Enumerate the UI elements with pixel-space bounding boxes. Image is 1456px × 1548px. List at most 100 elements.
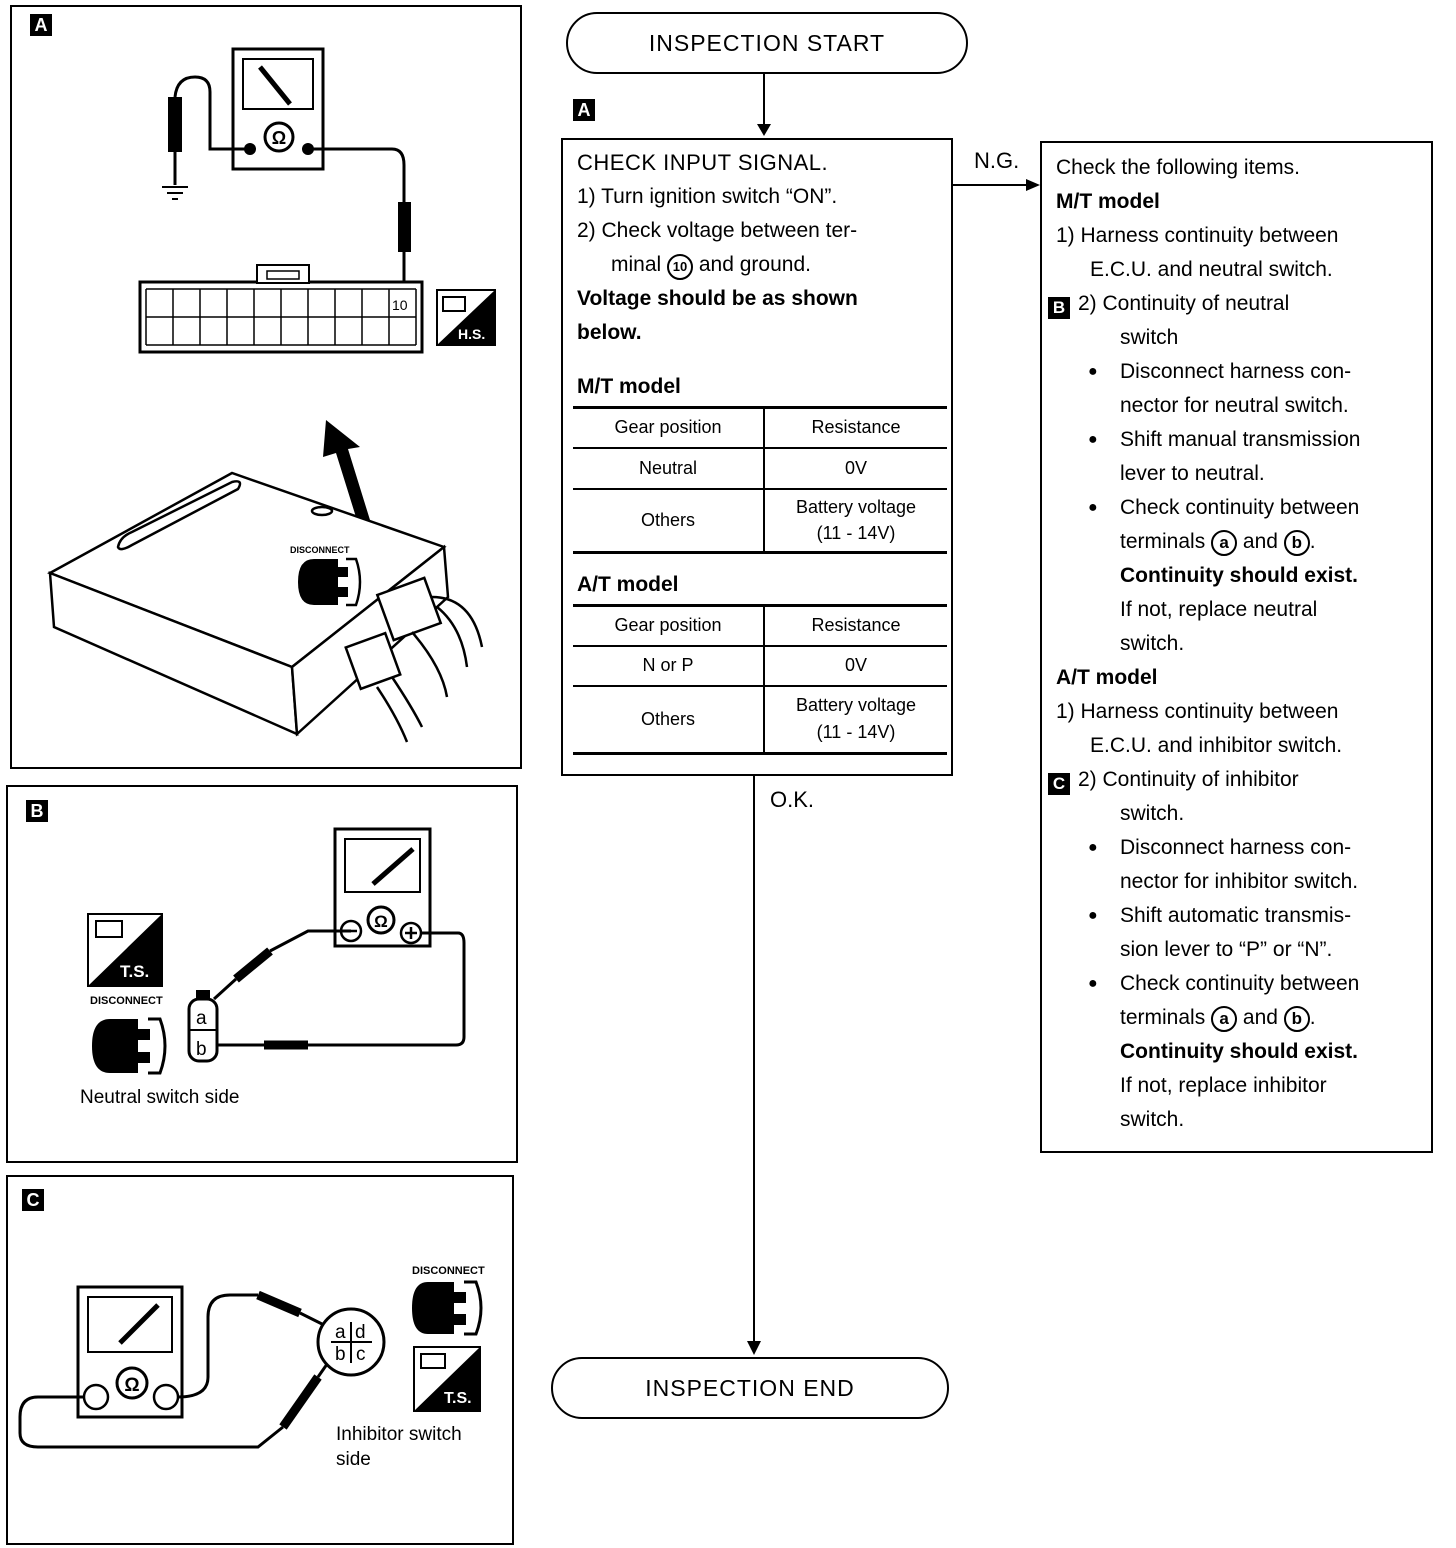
ng-mt-bullet-1a: Disconnect harness con-: [1056, 355, 1431, 389]
ng-at-bullet-1b: nector for inhibitor switch.: [1120, 870, 1359, 893]
ng-at-bullet-3b: terminals a and b.: [1056, 1001, 1431, 1035]
panel-c: C Ω a d b c DISCONNECT: [6, 1175, 514, 1545]
ng-mt-bullet-3c: Continuity should exist.: [1120, 564, 1359, 587]
step-b-tag: B: [1048, 297, 1070, 319]
ng-mt-bullet-1b: nector for neutral switch.: [1120, 394, 1349, 417]
terminal-b-badge: b: [1283, 1006, 1310, 1032]
ng-mt-1b: E.C.U. and neutral switch.: [1090, 258, 1333, 281]
table-cell: Neutral: [573, 446, 764, 489]
ng-at-2b: switch.: [1120, 802, 1185, 825]
panel-a: A Ω: [10, 5, 522, 769]
ng-at-bullet-1a: Disconnect harness con-: [1056, 831, 1431, 865]
step-a-tag: A: [573, 99, 595, 121]
check-step-1: 1) Turn ignition switch “ON”.: [577, 185, 838, 208]
terminal-a-label: a: [335, 1322, 346, 1343]
check-input-signal-box: CHECK INPUT SIGNAL. 1) Turn ignition swi…: [561, 138, 953, 776]
ng-mt-1a: 1) Harness continuity between: [1056, 224, 1339, 247]
panel-a-tag: A: [30, 14, 52, 36]
ts-label-c: T.S.: [444, 1390, 472, 1407]
table-cell: Battery voltage (11 - 14V): [763, 487, 947, 554]
terminal-10-label: 10: [392, 297, 408, 313]
svg-text:Ω: Ω: [374, 912, 388, 931]
terminal-d-label: d: [355, 1322, 366, 1343]
check-step-2b: minal 10 and ground.: [577, 248, 951, 282]
at-model-title: A/T model: [577, 573, 679, 596]
ok-label: O.K.: [770, 787, 815, 812]
disconnect-icon: [412, 1280, 483, 1336]
disconnect-icon: [92, 1017, 167, 1075]
table-cell: Battery voltage (11 - 14V): [763, 684, 947, 755]
table-cell: 0V: [763, 644, 947, 686]
inhibitor-switch-connector-icon: [316, 1307, 386, 1377]
neutral-switch-side-label: Neutral switch side: [80, 1087, 240, 1108]
ng-label: N.G.: [974, 148, 1020, 173]
hs-label: H.S.: [458, 326, 485, 342]
terminal-a-badge: a: [1211, 530, 1238, 556]
disconnect-label: DISCONNECT: [290, 545, 350, 555]
ng-at-bullet-2a: Shift automatic transmis-: [1056, 899, 1431, 933]
ng-intro: Check the following items.: [1056, 156, 1300, 179]
table-header: Gear position: [573, 604, 764, 646]
ohmmeter-icon: Ω: [333, 827, 432, 948]
inspection-start: INSPECTION START: [566, 12, 968, 74]
ng-mt-bullet-3d: If not, replace neutral: [1120, 598, 1318, 621]
ts-label-b: T.S.: [120, 962, 149, 981]
mt-voltage-table: Gear position Resistance Neutral 0V Othe…: [573, 406, 947, 554]
terminal-b-badge: b: [1283, 530, 1310, 556]
ng-at-bullet-3a: Check continuity between: [1056, 967, 1431, 1001]
ng-mt-bullet-3b: terminals a and b.: [1056, 525, 1431, 559]
ng-mt-bullet-3a: Check continuity between: [1056, 491, 1431, 525]
ng-at-title: A/T model: [1056, 666, 1158, 689]
ng-at-bullet-3c: Continuity should exist.: [1120, 1040, 1359, 1063]
check-note-2: below.: [577, 321, 642, 344]
check-step-2a: 2) Check voltage between ter-: [577, 219, 858, 242]
mt-model-title: M/T model: [577, 375, 681, 398]
neutral-switch-continuity-diagram: T.S. DISCONNECT Ω: [87, 827, 466, 1075]
transmission-side-icon: T.S.: [413, 1346, 481, 1412]
terminal-b-label: b: [335, 1344, 346, 1365]
panel-b: B T.S. DISCONNECT Ω: [6, 785, 518, 1163]
ecu-connector-icon: [138, 264, 424, 354]
at-voltage-table: Gear position Resistance N or P 0V Other…: [573, 604, 947, 755]
check-following-items-box: Check the following items. M/T model 1) …: [1040, 141, 1433, 1153]
table-cell: Others: [573, 684, 764, 755]
panel-c-tag: C: [22, 1189, 44, 1211]
ng-mt-2b: switch: [1120, 326, 1179, 349]
harness-side-icon: H.S.: [436, 289, 496, 346]
svg-text:Ω: Ω: [272, 128, 286, 148]
ng-mt-bullet-3e: switch.: [1120, 632, 1185, 655]
table-header: Resistance: [763, 406, 947, 448]
terminal-10-badge: 10: [667, 254, 694, 280]
table-cell: Others: [573, 487, 764, 554]
table-header: Gear position: [573, 406, 764, 448]
check-title: CHECK INPUT SIGNAL.: [577, 150, 829, 175]
ng-mt-bullet-2b: lever to neutral.: [1120, 462, 1265, 485]
step-c-tag: C: [1048, 773, 1070, 795]
neutral-switch-connector-icon: [187, 990, 219, 1063]
terminal-b-label: b: [196, 1039, 207, 1060]
disconnect-label-c: DISCONNECT: [412, 1265, 485, 1277]
ng-at-bullet-2b: sion lever to “P” or “N”.: [1120, 938, 1333, 961]
terminal-a-badge: a: [1211, 1006, 1238, 1032]
inhibitor-switch-continuity-diagram: Ω a d b c DISCONNECT: [18, 1265, 485, 1449]
inhibitor-switch-side-label-1: Inhibitor switch: [336, 1424, 462, 1445]
ground-icon: [162, 186, 188, 200]
table-cell: N or P: [573, 644, 764, 686]
transmission-side-icon: T.S.: [87, 913, 163, 987]
disconnect-label-b: DISCONNECT: [90, 995, 163, 1007]
ohmmeter-icon: Ω: [76, 1285, 184, 1419]
ohmmeter-icon: Ω: [231, 47, 325, 171]
table-cell: 0V: [763, 446, 947, 489]
inhibitor-switch-side-label-2: side: [336, 1449, 371, 1470]
svg-text:Ω: Ω: [124, 1375, 139, 1396]
ng-mt-bullet-2a: Shift manual transmission: [1056, 423, 1431, 457]
ecu-voltage-diagram: Ω: [47, 47, 496, 743]
check-note-1: Voltage should be as shown: [577, 287, 858, 310]
ng-mt-title: M/T model: [1056, 190, 1160, 213]
inspection-end: INSPECTION END: [551, 1357, 949, 1419]
ng-at-1a: 1) Harness continuity between: [1056, 700, 1339, 723]
table-header: Resistance: [763, 604, 947, 646]
terminal-a-label: a: [196, 1008, 207, 1029]
